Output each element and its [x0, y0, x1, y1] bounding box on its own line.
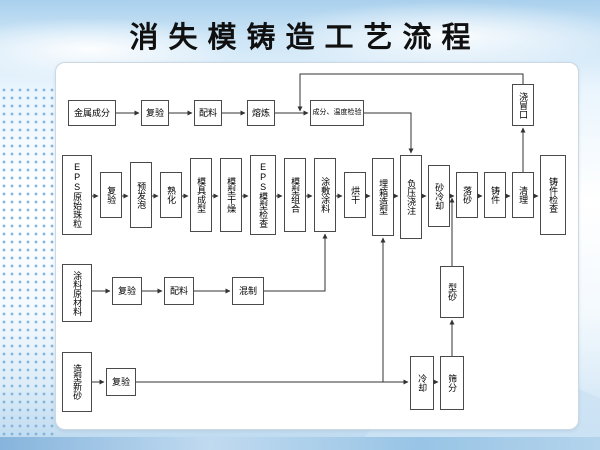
node-screening: 筛分: [440, 356, 464, 410]
node-sand-recheck: 复验: [106, 368, 136, 396]
node-melting: 熔炼: [247, 100, 275, 126]
node-mold-forming: 模具成型: [190, 158, 212, 232]
node-cooling: 冷却: [410, 356, 434, 410]
node-gate-riser: 浇冒口: [512, 84, 534, 126]
node-molding-sand: 型砂: [440, 266, 464, 318]
node-coating-raw-material: 涂料原材料: [62, 264, 92, 322]
node-metal-composition: 金属成分: [68, 100, 116, 126]
node-coating-application: 涂敷涂料: [314, 158, 336, 232]
dots-pattern-decor: [0, 86, 58, 442]
node-sand-cooling: 砂冷却: [428, 165, 450, 227]
node-metal-batching: 配料: [194, 100, 222, 126]
node-coating-recheck: 复验: [112, 277, 142, 305]
node-shakeout: 落砂: [456, 172, 478, 218]
node-mixing: 混制: [232, 277, 264, 305]
node-coating-batching: 配料: [164, 277, 194, 305]
node-metal-recheck: 复验: [141, 100, 169, 126]
node-cleaning: 清理: [512, 172, 534, 218]
node-flask-molding: 埋箱造型: [372, 158, 394, 236]
node-eps-pattern-check: EPS模型检查: [250, 155, 276, 235]
node-eps-recheck: 复验: [100, 172, 122, 218]
node-vacuum-pouring: 负压浇注: [400, 155, 422, 239]
slide-title: 消失模铸造工艺流程: [129, 22, 481, 54]
node-eps-raw-beads: EPS原始珠粒: [62, 155, 92, 235]
node-casting-inspection: 铸件检查: [540, 155, 566, 235]
node-curing: 熟化: [160, 172, 182, 218]
bottom-band-decor: [0, 437, 600, 450]
node-composition-temperature-check: 成分、温度检验: [310, 100, 364, 126]
node-new-molding-sand: 造型新砂: [62, 352, 92, 412]
node-drying: 烘干: [344, 172, 366, 218]
node-pre-foaming: 预发泡: [130, 162, 152, 228]
node-pattern-assembly: 模型组合: [284, 158, 306, 232]
node-casting: 铸件: [484, 172, 506, 218]
node-pattern-drying: 模型干燥: [220, 158, 242, 232]
